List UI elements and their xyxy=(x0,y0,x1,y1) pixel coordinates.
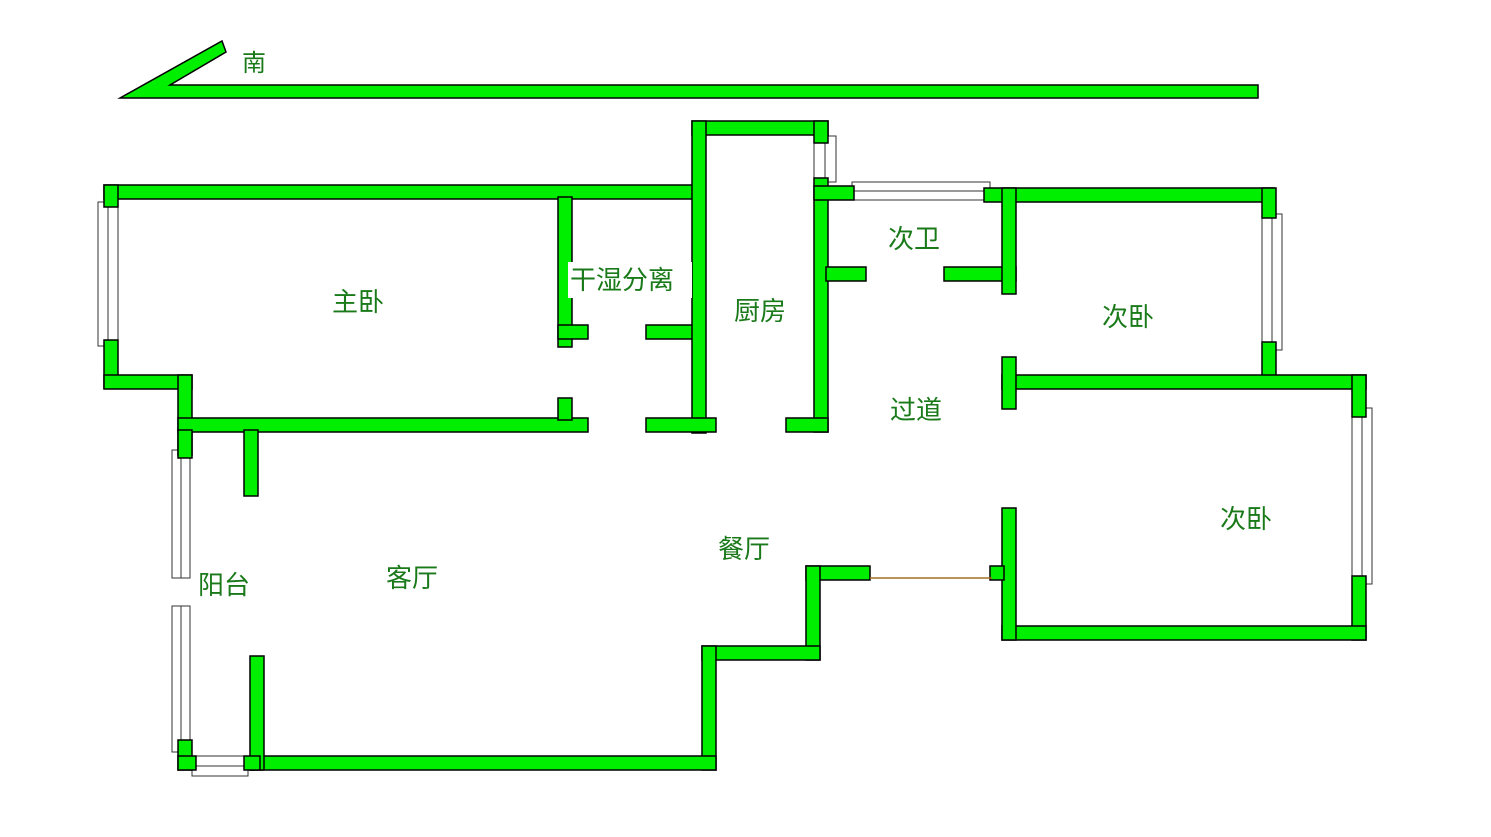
wall-balcony-bottom-left xyxy=(177,755,197,771)
wall-bedB-east-upper xyxy=(1351,374,1367,418)
wall-bath-foot-left xyxy=(825,266,867,282)
room-label-bedroom-b: 次卧 xyxy=(1220,505,1272,535)
room-label-wet-dry: 干湿分离 xyxy=(570,266,674,296)
window-balcony-lower xyxy=(171,605,191,753)
room-label-bedroom-a: 次卧 xyxy=(1102,303,1154,333)
window-master-west xyxy=(97,201,119,347)
wall-balcony-west-top xyxy=(177,429,193,459)
room-label-corridor: 过道 xyxy=(890,396,942,426)
room-label-dining: 餐厅 xyxy=(718,535,770,565)
wall-living-stub xyxy=(243,429,259,497)
wall-wetdry-west-foot xyxy=(557,324,589,340)
wall-living-bottom xyxy=(249,755,717,771)
compass-label: 南 xyxy=(242,49,266,77)
wall-kitchen-east xyxy=(813,177,829,433)
compass-arrow xyxy=(117,39,1259,99)
window-balcony-upper xyxy=(171,449,191,579)
wall-bath-east xyxy=(1001,187,1017,295)
window-bath xyxy=(851,181,991,201)
wall-master-bottom xyxy=(177,417,589,433)
wall-kitchen-bottom-stub xyxy=(785,417,829,433)
label-bg-wet-dry xyxy=(568,262,692,298)
wall-bedA-east-upper xyxy=(1261,187,1277,219)
wall-wetdry-bottom-stub xyxy=(645,417,717,433)
room-label-master-bedroom: 主卧 xyxy=(332,288,384,318)
window-balcony-bottom xyxy=(191,755,249,777)
wall-dining-step-mid xyxy=(701,645,821,661)
wall-kitchen-west xyxy=(691,120,707,434)
wall-living-inner xyxy=(249,655,265,771)
wall-kitchen-top xyxy=(691,120,829,136)
window-bedroom-a xyxy=(1261,213,1283,351)
wall-bedA-door-stub xyxy=(1001,356,1017,410)
wall-bedB-west-jog xyxy=(989,565,1005,581)
wall-dining-step-low xyxy=(701,645,717,771)
room-label-kitchen: 厨房 xyxy=(734,297,786,327)
window-bedroom-b xyxy=(1351,407,1373,585)
wall-master-west-upper xyxy=(103,184,119,208)
wall-bedA-bottom xyxy=(1001,374,1367,390)
wall-bedB-bottom xyxy=(1001,625,1367,641)
wall-kitchen-east-upper xyxy=(813,120,829,144)
wall-master-stub xyxy=(557,397,573,421)
room-label-living: 客厅 xyxy=(386,564,438,594)
room-label-balcony: 阳台 xyxy=(198,571,250,601)
room-label-second-bath: 次卫 xyxy=(888,225,940,255)
wall-balcony-bottom-right xyxy=(243,755,261,771)
walls xyxy=(103,120,1367,771)
wall-wetdry-east-foot xyxy=(645,324,695,340)
wall-bath-top-right xyxy=(983,187,1275,203)
wall-master-top xyxy=(103,184,697,200)
wall-bath-top-left xyxy=(813,185,855,201)
